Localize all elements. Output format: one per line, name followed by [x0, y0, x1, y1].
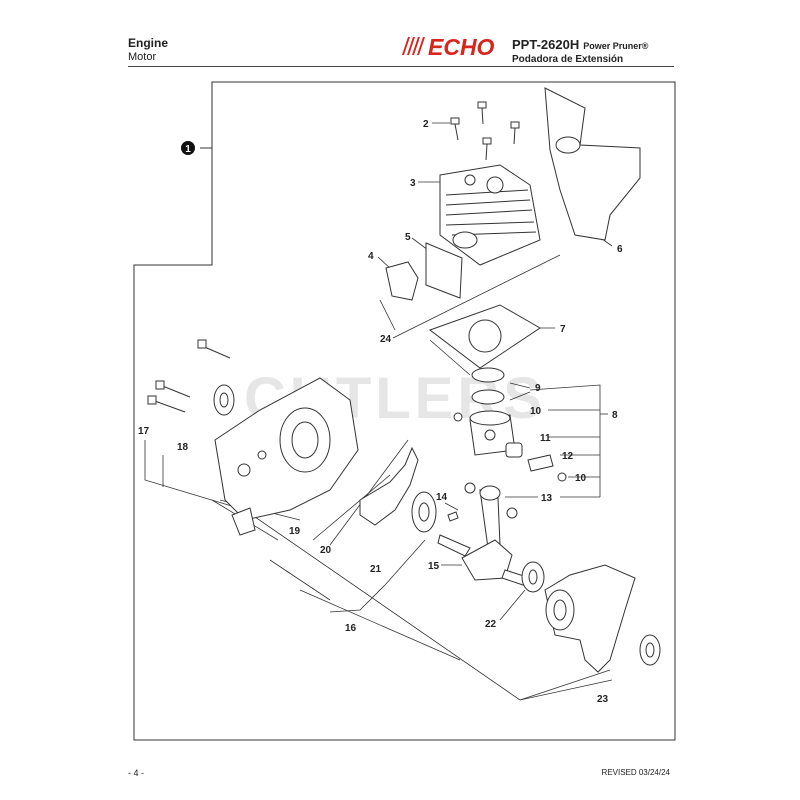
piston-ring-upper — [471, 367, 505, 383]
section-title: Engine — [128, 36, 169, 50]
label-10-upper: 10 — [530, 406, 542, 417]
label-20: 20 — [320, 545, 332, 556]
needle-bearing-11 — [505, 442, 523, 458]
washer-13-left — [464, 482, 476, 494]
label-2: 2 — [423, 119, 429, 130]
echo-logo-mark: ECHO — [402, 34, 495, 60]
part-labels: 2 3 4 5 6 7 8 9 10 10 11 12 13 14 15 16 … — [138, 119, 623, 705]
bearing-21 — [411, 491, 437, 533]
label-17: 17 — [138, 426, 150, 437]
label-5: 5 — [405, 232, 411, 243]
label-16: 16 — [345, 623, 357, 634]
piston-crown — [469, 410, 511, 426]
gasket-7-bore — [468, 319, 502, 353]
assembly-callout — [181, 141, 195, 155]
label-13: 13 — [541, 493, 553, 504]
heat-shield-6 — [544, 87, 641, 241]
product-name: Power Pruner® — [583, 41, 649, 51]
label-22: 22 — [485, 619, 497, 630]
label-6: 6 — [617, 244, 623, 255]
gasket-20 — [359, 446, 419, 526]
key-14 — [447, 511, 459, 522]
revision-date: REVISED 03/24/24 — [601, 768, 670, 777]
assembly-number: 1 — [185, 144, 191, 155]
label-4: 4 — [368, 251, 374, 262]
label-12: 12 — [562, 451, 574, 462]
label-7: 7 — [560, 324, 566, 335]
clip-10-right — [557, 472, 567, 482]
washer-13-right — [506, 507, 518, 519]
label-15: 15 — [428, 561, 440, 572]
label-19: 19 — [289, 526, 301, 537]
product-name-es: Podadora de Extensión — [512, 54, 624, 65]
crankcase-16 — [544, 564, 636, 673]
crankcase-19 — [214, 377, 359, 536]
screw-2 — [450, 101, 520, 161]
label-18: 18 — [177, 442, 189, 453]
page-number: - 4 - — [128, 768, 145, 778]
header-rule — [128, 66, 674, 67]
section-header: Engine Motor — [128, 36, 168, 63]
label-11: 11 — [540, 433, 551, 444]
seal-18 — [213, 384, 235, 416]
label-24: 24 — [380, 334, 392, 345]
label-10-lower: 10 — [575, 473, 587, 484]
piston-pin-hole — [484, 429, 496, 441]
gasket-5 — [425, 242, 463, 299]
gasket-4 — [385, 261, 419, 301]
label-14: 14 — [436, 492, 448, 503]
label-8: 8 — [612, 410, 618, 421]
piston-pin-12 — [527, 454, 554, 472]
echo-logo: ECHO — [398, 33, 506, 64]
brand-text: ECHO — [428, 34, 495, 59]
label-9: 9 — [535, 383, 541, 394]
part-drawings — [147, 87, 661, 673]
label-21: 21 — [370, 564, 382, 575]
bolt-17 — [147, 339, 231, 413]
clip-10-left — [453, 412, 463, 422]
heat-shield-port — [555, 136, 581, 154]
piston-ring-lower — [471, 389, 505, 405]
section-subtitle: Motor — [128, 51, 157, 63]
label-3: 3 — [410, 178, 416, 189]
label-23: 23 — [597, 694, 609, 705]
crankshaft-15 — [437, 485, 531, 587]
assembly-bracket — [133, 81, 676, 741]
seal-23 — [639, 634, 661, 666]
bearing-22 — [521, 561, 545, 593]
cylinder-3 — [439, 164, 541, 266]
model-number: PPT-2620H — [512, 37, 580, 52]
